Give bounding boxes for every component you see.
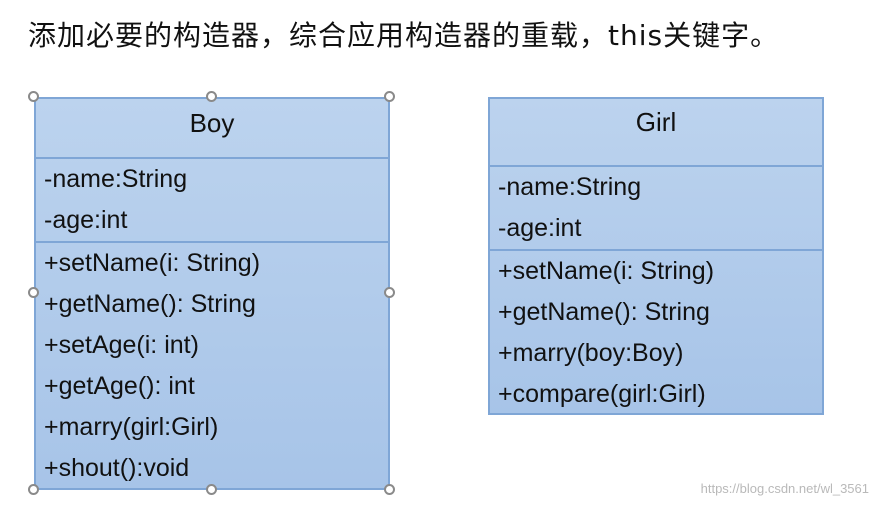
resize-handle-top-left[interactable]: [28, 91, 39, 102]
class-name: Girl: [490, 99, 822, 167]
methods-section: +setName(i: String) +getName(): String +…: [36, 243, 388, 489]
class-box-boy[interactable]: Boy -name:String -age:int +setName(i: St…: [34, 97, 390, 490]
resize-handle-top-center[interactable]: [206, 91, 217, 102]
resize-handle-bottom-center[interactable]: [206, 484, 217, 495]
field-row: -name:String: [498, 173, 642, 201]
class-name: Boy: [36, 99, 388, 159]
resize-handle-top-right[interactable]: [384, 91, 395, 102]
method-row: +getAge(): int: [44, 372, 195, 400]
methods-section: +setName(i: String) +getName(): String +…: [490, 251, 822, 415]
method-row: +setName(i: String): [498, 257, 715, 285]
method-row: +marry(girl:Girl): [44, 413, 219, 441]
resize-handle-middle-right[interactable]: [384, 287, 395, 298]
field-row: -age:int: [44, 206, 128, 234]
resize-handle-middle-left[interactable]: [28, 287, 39, 298]
method-row: +getName(): String: [44, 290, 256, 318]
field-row: -age:int: [498, 214, 582, 242]
method-row: +shout():void: [44, 454, 190, 482]
fields-section: -name:String -age:int: [490, 167, 822, 251]
field-row: -name:String: [44, 165, 188, 193]
resize-handle-bottom-left[interactable]: [28, 484, 39, 495]
method-row: +setAge(i: int): [44, 331, 199, 359]
watermark: https://blog.csdn.net/wl_3561: [700, 481, 869, 496]
fields-section: -name:String -age:int: [36, 159, 388, 243]
resize-handle-bottom-right[interactable]: [384, 484, 395, 495]
method-row: +getName(): String: [498, 298, 710, 326]
method-row: +compare(girl:Girl): [498, 380, 706, 408]
class-box-girl[interactable]: Girl -name:String -age:int +setName(i: S…: [488, 97, 824, 415]
method-row: +marry(boy:Boy): [498, 339, 684, 367]
method-row: +setName(i: String): [44, 249, 261, 277]
page-heading: 添加必要的构造器，综合应用构造器的重载，this关键字。: [28, 19, 780, 52]
